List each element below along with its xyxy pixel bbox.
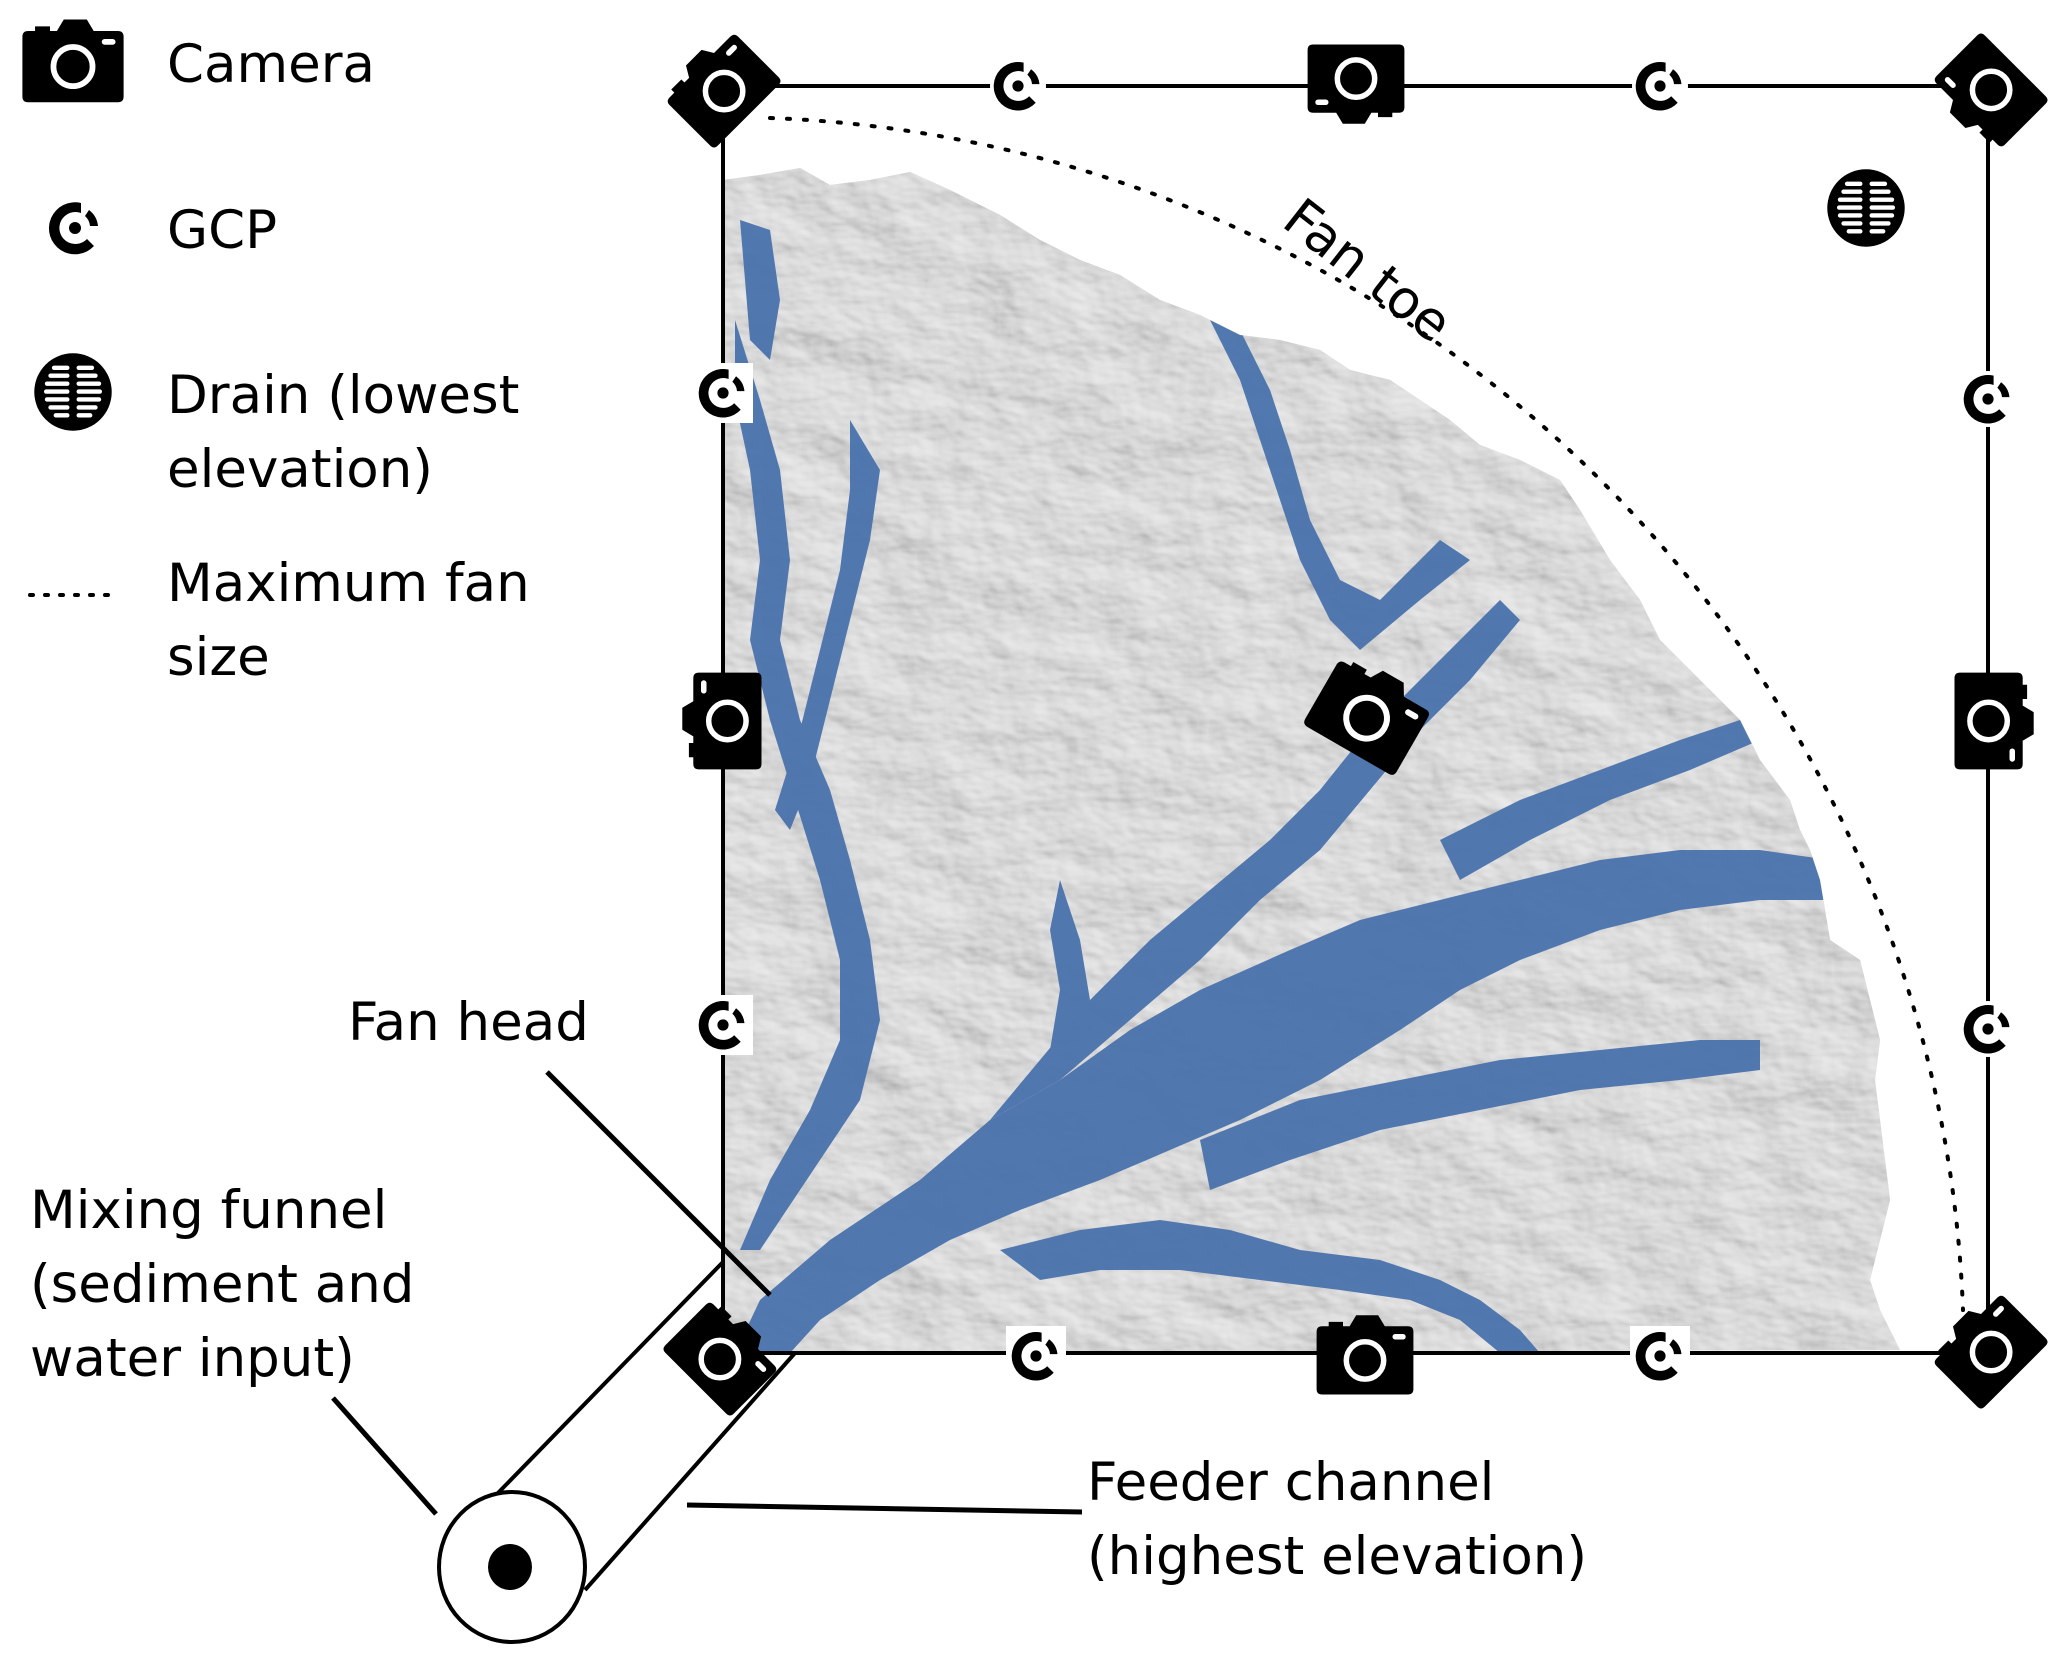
camera-icon [1955,673,2034,770]
legend-fan-size-label-line2: size [167,627,270,688]
funnel-inlet-dot [488,1544,532,1590]
mixing-funnel [437,1490,587,1644]
gcp-target-icon [693,363,753,423]
terrain-texture [723,168,1900,1353]
legend-drain-label-line1: Drain (lowest [167,365,519,426]
gcp-target-icon [1006,1326,1066,1386]
drain-icon [1827,169,1905,247]
feeder-channel-leader [686,1502,1083,1515]
feeder-channel-label-line2: (highest elevation) [1087,1526,1587,1587]
gcp-target-icon [1960,1001,2016,1057]
legend-drain-icon [34,353,112,431]
leader-lines [331,1070,1083,1516]
gcp-target-icon [693,995,753,1055]
gcp-target-icon [990,58,1046,114]
mixing-funnel-label-line1: Mixing funnel [30,1180,387,1241]
camera-icon [1308,45,1405,124]
gcp-target-icon [1960,371,2016,427]
legend-drain-label-line2: elevation) [167,439,433,500]
mid-channel [1050,880,1090,1060]
mixing-funnel-label-line3: water input) [30,1328,355,1389]
feeder-wall-right [583,1351,797,1592]
legend-fan-size-label-line1: Maximum fan [167,553,530,614]
gcp-target-icon [1632,58,1688,114]
camera-icon [658,25,782,149]
camera-icon [1317,1315,1414,1394]
mixing-funnel-label-line2: (sediment and [30,1254,414,1315]
water-channels [735,220,1830,1353]
south-channel [1200,1040,1760,1190]
east-channel [1440,720,1760,880]
fan-head-leader [545,1070,772,1297]
mixing-funnel-leader [331,1396,438,1516]
legend: Camera GCP Drain (lowest elevation) Maxi… [22,19,530,688]
main-channel [735,850,1830,1353]
dem-hillshade [723,168,1900,1353]
gcp-target-icon [1630,1326,1690,1386]
legend-camera-label: Camera [167,34,375,95]
fan-toe-label: Fan toe [1272,187,1463,355]
camera-icon [1925,32,2049,156]
feeder-channel [495,1260,797,1592]
legend-camera-icon [22,19,123,102]
north-channel [1210,320,1470,650]
west-channel [775,420,880,830]
max-fan-size-arc [768,116,1965,1312]
legend-gcp-icon [48,202,98,255]
legend-gcp-label: GCP [167,200,277,261]
feeder-channel-label-line1: Feeder channel [1087,1452,1494,1513]
camera-icon [682,673,761,770]
northwest-channel [740,220,780,360]
lower-branch [1000,1220,1540,1353]
gcps [693,58,2016,1386]
feeder-wall-left [495,1260,725,1496]
fan-head-label: Fan head [348,992,589,1053]
